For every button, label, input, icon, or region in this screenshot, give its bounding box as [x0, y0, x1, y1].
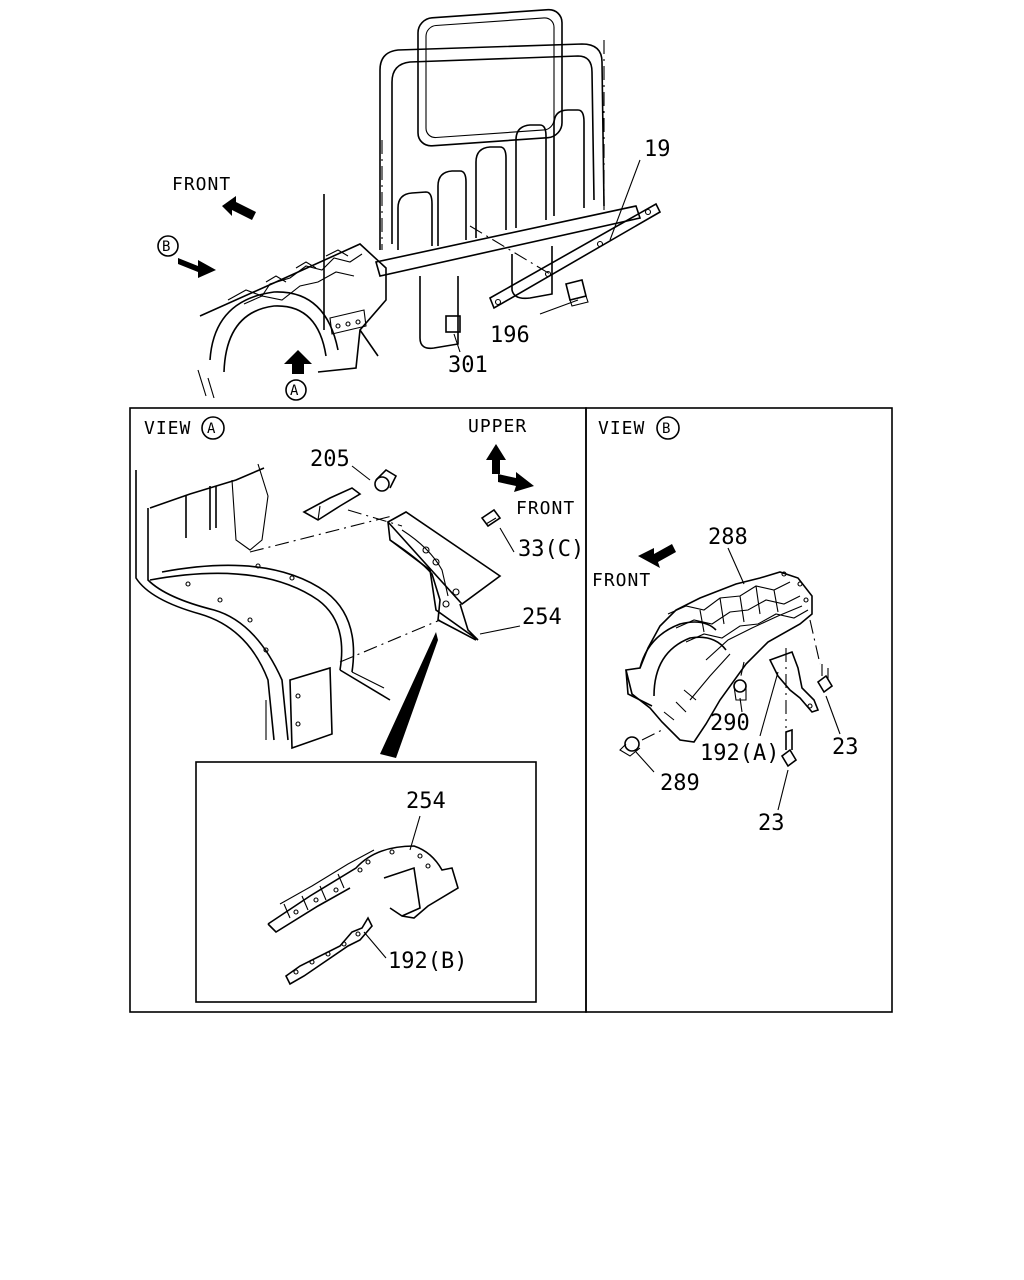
part-label-290: 290 — [710, 711, 750, 736]
part-label-192a: 192(A) — [700, 741, 779, 766]
view-b-front-label: FRONT — [592, 570, 651, 591]
part-label-23-right: 23 — [832, 735, 859, 760]
view-a-upper-label: UPPER — [468, 416, 527, 437]
overview-view-ref-b: B — [162, 239, 170, 255]
view-b-title-prefix: VIEW — [598, 418, 645, 439]
view-a-drawing — [135, 444, 534, 758]
detail-part-label-254: 254 — [406, 789, 446, 814]
view-a-title-prefix: VIEW — [144, 418, 191, 439]
part-label-205: 205 — [310, 447, 350, 472]
view-b-title-ref: B — [662, 421, 670, 437]
part-label-288: 288 — [708, 525, 748, 550]
part-label-301: 301 — [448, 353, 488, 378]
view-a-detail-drawing — [267, 815, 459, 986]
view-a-title-ref: A — [207, 421, 216, 437]
part-label-33c: 33(C) — [518, 537, 584, 562]
part-label-23-bottom: 23 — [758, 811, 785, 836]
part-label-289: 289 — [660, 771, 700, 796]
overview-front-label: FRONT — [172, 174, 231, 195]
view-b-drawing — [619, 544, 841, 811]
overview-drawing — [157, 8, 662, 401]
detail-part-label-192b: 192(B) — [388, 949, 467, 974]
view-b-title-circle — [656, 416, 680, 440]
view-b-panel — [585, 407, 893, 1013]
view-a-front-label: FRONT — [516, 498, 575, 519]
overview-view-ref-a: A — [290, 383, 299, 399]
view-a-detail-box — [195, 761, 537, 1003]
part-label-254: 254 — [522, 605, 562, 630]
part-label-196: 196 — [490, 323, 530, 348]
view-a-title-circle — [201, 416, 225, 440]
part-label-19: 19 — [644, 137, 671, 162]
